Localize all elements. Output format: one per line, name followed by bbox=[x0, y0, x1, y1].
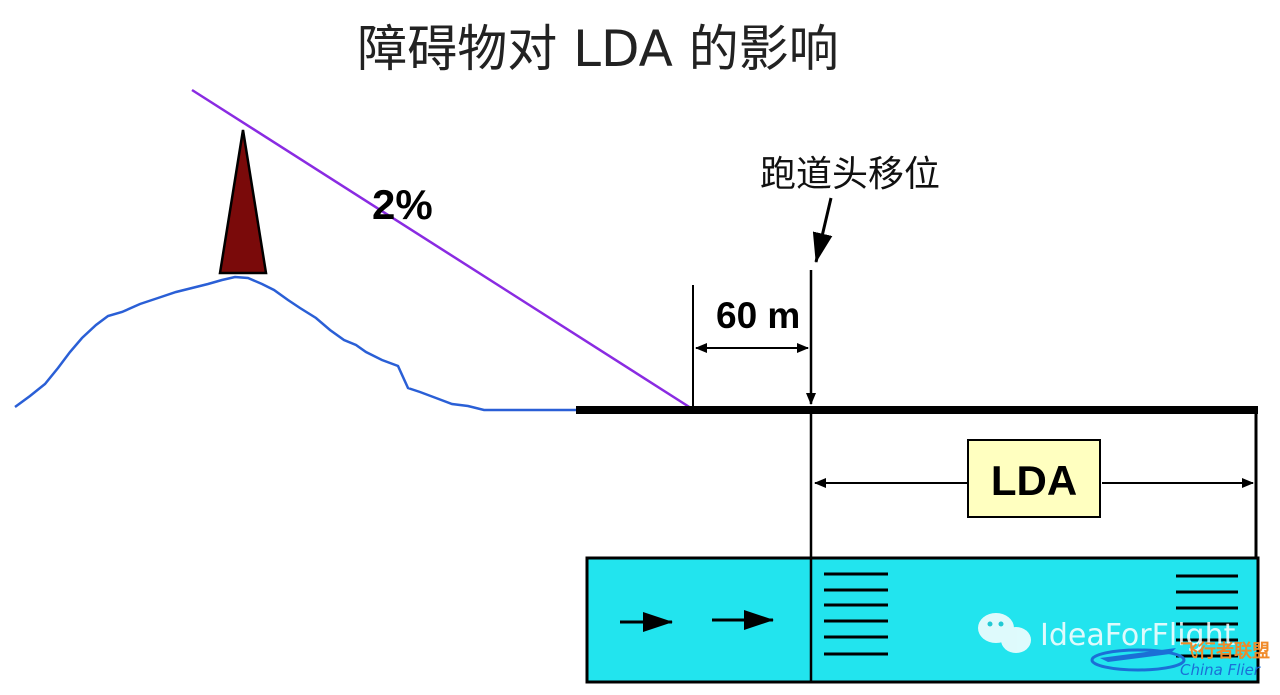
lda-label: LDA bbox=[991, 457, 1077, 504]
terrain-profile bbox=[14, 275, 576, 412]
threshold-markings-left bbox=[824, 572, 888, 656]
distance-label: 60 m bbox=[716, 295, 800, 336]
runway-plan-view bbox=[585, 556, 1260, 684]
threshold-displacement-label: 跑道头移位 bbox=[760, 154, 940, 195]
obstacle-tower bbox=[218, 129, 268, 275]
watermark-text: IdeaForFlight bbox=[1040, 618, 1236, 653]
watermark-logo-icon bbox=[1090, 648, 1186, 672]
slope-label: 2% bbox=[372, 181, 433, 228]
diagram-title: 障碍物对 LDA 的影响 bbox=[357, 20, 838, 78]
threshold-pointer-arrow bbox=[812, 197, 833, 263]
slope-line bbox=[191, 88, 695, 412]
watermark-cn: 飞行者联盟 bbox=[1180, 640, 1270, 662]
lda-label-box bbox=[967, 439, 1101, 518]
runway-end-markings-right bbox=[1176, 574, 1238, 658]
watermark-chat-icon bbox=[978, 613, 1031, 653]
watermark-en: China Flier bbox=[1180, 661, 1261, 679]
